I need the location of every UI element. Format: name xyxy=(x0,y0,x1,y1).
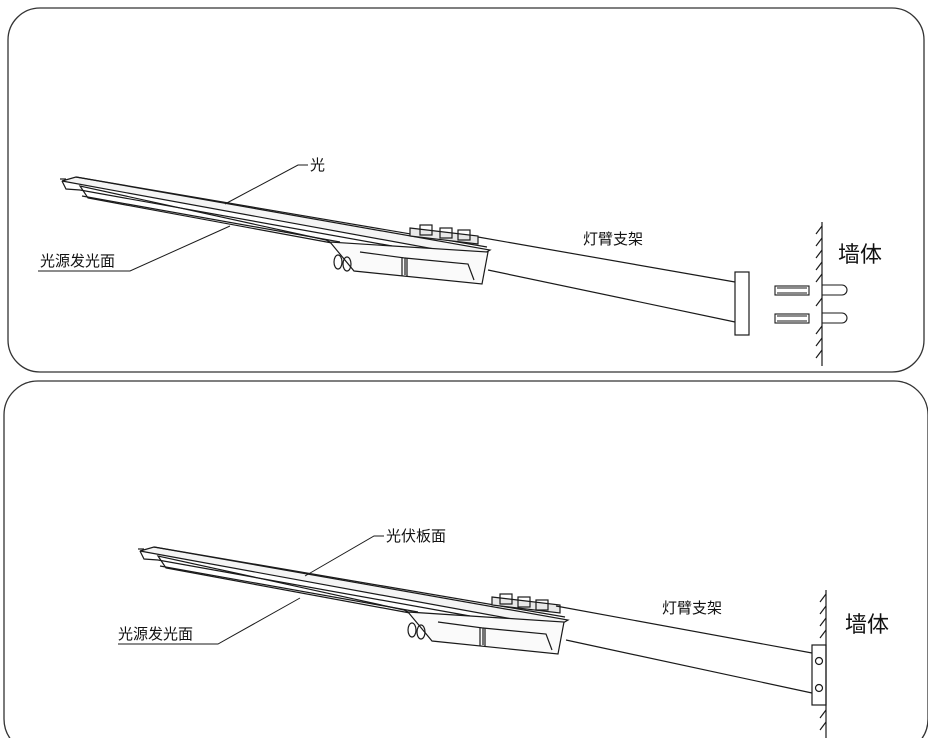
arm-mounting-plate xyxy=(734,271,750,336)
wall-hatch xyxy=(819,590,827,738)
label-panel-face: 光伏板面 xyxy=(386,527,446,545)
leader-panel-face xyxy=(224,164,308,205)
expansion-bolts xyxy=(774,284,848,324)
street-light-body xyxy=(138,546,570,655)
label-arm-bracket: 灯臂支架 xyxy=(662,599,722,617)
wall-hatch xyxy=(815,222,823,366)
label-arm-bracket: 灯臂支架 xyxy=(583,230,643,248)
label-light-face: 光源发光面 xyxy=(40,252,115,270)
label-wall: 墙体 xyxy=(845,613,889,638)
label-wall: 墙体 xyxy=(838,243,882,268)
leader-light-face xyxy=(38,225,231,272)
panel-before-mounting: 光 光源发光面 灯臂支架 墙体 xyxy=(7,7,925,373)
panel-frame xyxy=(3,380,928,738)
panel-frame xyxy=(7,7,925,373)
panel-after-mounting: 光伏板面 光源发光面 灯臂支架 墙体 xyxy=(3,380,928,738)
label-panel-face: 光 xyxy=(310,156,325,174)
leader-light-face xyxy=(118,597,301,645)
arm-bracket xyxy=(555,605,827,706)
label-light-face: 光源发光面 xyxy=(118,625,193,643)
arm-bracket xyxy=(477,236,750,336)
leader-panel-face xyxy=(304,535,384,577)
arm-mounting-plate xyxy=(811,644,827,706)
street-light-body xyxy=(60,176,492,285)
